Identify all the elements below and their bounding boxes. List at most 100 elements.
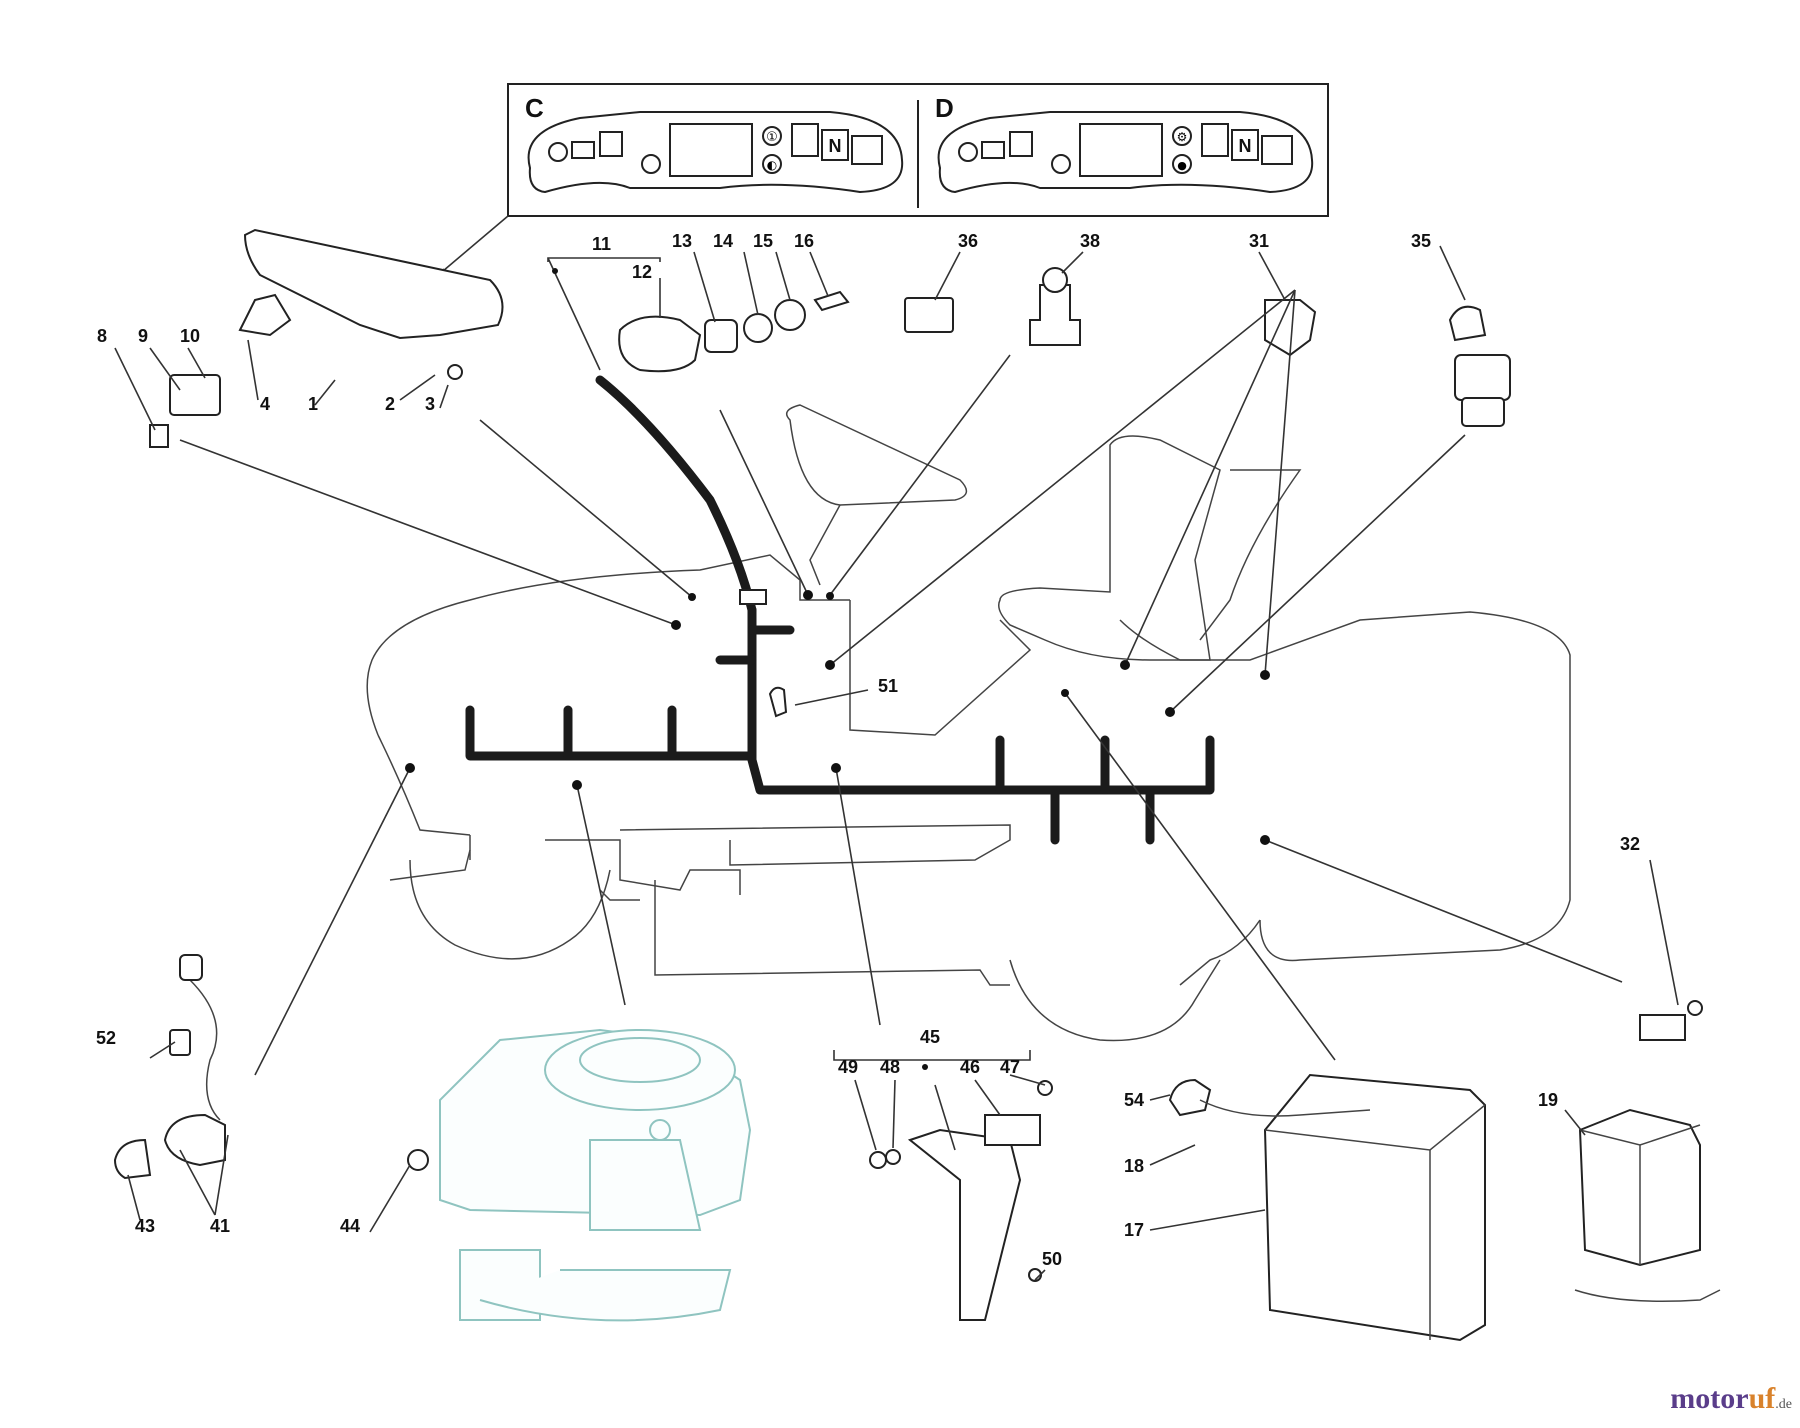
panel-d-display — [1079, 123, 1163, 177]
location-lines — [179, 289, 1623, 1076]
panel-c-minus-icon — [641, 154, 661, 174]
switch-plug — [149, 424, 169, 448]
callout-49: 49 — [838, 1057, 858, 1077]
dashboard-panel-box: C ① ◐ N D ⚙ ● — [429, 83, 1329, 283]
panel-d-letter: D — [935, 93, 954, 123]
callout-4: 4 — [260, 394, 270, 414]
callout-50: 50 — [1042, 1249, 1062, 1269]
panel-c-display — [669, 123, 753, 177]
panel-c-pto-icon — [548, 142, 568, 162]
rocker-switch — [904, 297, 954, 333]
push-button — [1029, 284, 1081, 346]
callout-15: 15 — [753, 231, 773, 251]
panel-d-neutral-label: N — [1239, 136, 1252, 156]
ignition-washer — [743, 313, 773, 343]
panel-c-button-top — [762, 126, 782, 146]
seat-switch — [1264, 299, 1317, 357]
battery — [1199, 1073, 1486, 1342]
panel-d-seat-icon — [1009, 131, 1033, 157]
watermark-accent: uf — [1748, 1382, 1776, 1415]
power-socket — [1448, 305, 1511, 427]
panel-c-fuel-icon — [571, 141, 595, 159]
bracket-part — [238, 293, 292, 337]
panel-c-button-bottom — [762, 154, 782, 174]
callout-17: 17 — [1124, 1220, 1144, 1240]
panel-c-battery-icon — [851, 135, 883, 165]
grommet — [407, 1149, 429, 1171]
site-watermark: motoruf.de — [1670, 1382, 1792, 1416]
callout-1: 1 — [308, 394, 318, 414]
callout-13: 13 — [672, 231, 692, 251]
callout-41: 41 — [210, 1216, 230, 1236]
callout-47: 47 — [1000, 1057, 1020, 1077]
callout-45: 45 — [920, 1027, 940, 1047]
panel-c-seat-switch-icon — [791, 123, 819, 157]
harness-clip — [768, 686, 788, 718]
ignition-nut — [704, 319, 738, 353]
callout-44: 44 — [340, 1216, 360, 1236]
panel-c-seat-icon — [599, 131, 623, 157]
lamp-socket — [163, 1113, 226, 1167]
ignition-bezel — [774, 299, 806, 331]
fuse-holder — [169, 1029, 191, 1056]
callout-46: 46 — [960, 1057, 980, 1077]
dashboard-cover — [243, 228, 504, 340]
panel-c-letter: C — [525, 93, 544, 123]
callout-54: 54 — [1124, 1090, 1144, 1110]
harness-connector — [739, 589, 767, 605]
location-dots — [405, 268, 1270, 1070]
wiring-harness — [465, 375, 1215, 845]
callout-labels: 1 2 3 4 8 9 10 11 12 13 14 15 16 17 18 1… — [96, 231, 1640, 1269]
panel-d-button-top-symbol: ⚙ — [1177, 130, 1188, 144]
callout-18: 18 — [1124, 1156, 1144, 1176]
panel-d-minus-icon — [1051, 154, 1071, 174]
screw-part — [447, 364, 463, 380]
callout-11: 11 — [592, 234, 611, 254]
callout-9: 9 — [138, 326, 148, 346]
watermark-suffix: .de — [1775, 1397, 1792, 1412]
callout-36: 36 — [958, 231, 978, 251]
panel-d-fuel-icon — [981, 141, 1005, 159]
tractor-outline — [366, 404, 1571, 1042]
bulb — [113, 1138, 152, 1180]
leader-lines — [114, 245, 1679, 1281]
watermark-main: motor — [1670, 1382, 1749, 1415]
callout-31: 31 — [1249, 231, 1269, 251]
panel-c-button-bottom-symbol: ◐ — [767, 158, 777, 172]
panel-d-button-bottom-symbol: ● — [1177, 159, 1187, 172]
terminal-boot — [1168, 1078, 1212, 1117]
panel-d-battery-icon — [1261, 135, 1293, 165]
callout-43: 43 — [135, 1216, 155, 1236]
callout-16: 16 — [794, 231, 814, 251]
panel-d-button-top — [1172, 126, 1192, 146]
callout-48: 48 — [880, 1057, 900, 1077]
callout-38: 38 — [1080, 231, 1100, 251]
brake-micro-switch — [984, 1114, 1041, 1146]
callout-35: 35 — [1411, 231, 1431, 251]
battery-charger — [1574, 1108, 1721, 1302]
callout-12: 12 — [632, 262, 652, 282]
brake-switch-assembly — [869, 1080, 1053, 1321]
micro-switch — [1639, 1014, 1686, 1041]
callout-32: 32 — [1620, 834, 1640, 854]
callout-19: 19 — [1538, 1090, 1558, 1110]
switch-part — [169, 374, 221, 416]
callout-51: 51 — [878, 676, 898, 696]
panel-c-button-top-symbol: ① — [766, 130, 778, 145]
ignition-switch — [618, 315, 702, 373]
callout-2: 2 — [385, 394, 395, 414]
lamp-wire — [189, 979, 221, 1121]
callout-8: 8 — [97, 326, 107, 346]
panel-d-button-bottom — [1172, 154, 1192, 174]
panel-d-seat-switch-icon — [1201, 123, 1229, 157]
callout-3: 3 — [425, 394, 435, 414]
callout-52: 52 — [96, 1028, 116, 1048]
callout-14: 14 — [713, 231, 733, 251]
panel-c-neutral-label: N — [829, 136, 842, 156]
ignition-key — [813, 290, 850, 312]
panel-d: D ⚙ ● N — [935, 93, 1314, 194]
callout-10: 10 — [180, 326, 200, 346]
wire-plug — [179, 954, 203, 981]
panel-c: C ① ◐ N — [525, 93, 904, 194]
